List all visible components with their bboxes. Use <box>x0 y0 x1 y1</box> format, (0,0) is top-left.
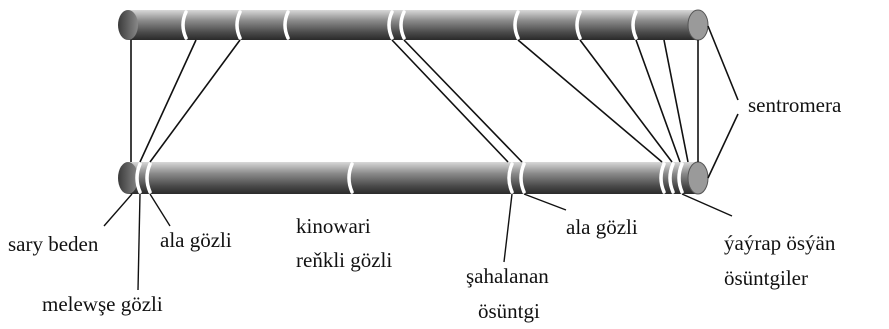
lower-band <box>135 162 142 194</box>
upper-chromosome <box>118 9 709 41</box>
leader-melewse-gozli <box>137 193 141 291</box>
correspondence-line <box>579 39 673 163</box>
upper-band <box>575 10 582 40</box>
upper-band <box>181 10 188 40</box>
lower-band <box>145 162 152 194</box>
correspondence-line <box>663 39 689 163</box>
correspondence-line <box>517 39 663 163</box>
upper-chromosome-right-cap <box>687 9 709 41</box>
label-sahalanan-line1: şahalanan <box>466 264 549 288</box>
lower-band <box>519 162 526 194</box>
lower-band <box>507 162 514 194</box>
label-sentromera: sentromera <box>748 93 842 117</box>
label-ala-gozli-right: ala gözli <box>566 215 638 239</box>
upper-band <box>513 10 520 40</box>
label-kinowari-line1: kinowari <box>296 214 371 238</box>
upper-bands <box>181 10 638 40</box>
leader-sahalanan <box>503 193 513 263</box>
leader-yayrap <box>681 193 733 217</box>
correspondence-line <box>139 39 197 163</box>
lower-bands <box>135 162 684 194</box>
leader-ala-gozli-right <box>523 193 567 211</box>
lower-band <box>677 162 684 194</box>
correspondence-line <box>403 39 523 163</box>
lower-band <box>347 162 354 194</box>
label-sary-beden: sary beden <box>8 232 99 256</box>
sentromera-pointer-lower <box>707 113 739 179</box>
leader-sary-beden <box>103 193 133 227</box>
upper-band <box>631 10 638 40</box>
lower-band <box>668 162 675 194</box>
upper-chromosome-body <box>128 10 698 40</box>
upper-band <box>283 10 290 40</box>
label-melewse-gozli: melewşe gözli <box>42 292 163 316</box>
upper-chromosome-left-cap <box>118 10 138 40</box>
lower-chromosome <box>118 161 709 195</box>
label-kinowari-line2: reňkli gözli <box>296 248 392 272</box>
lower-band <box>659 162 666 194</box>
lower-chromosome-left-cap <box>118 162 138 194</box>
label-yayrap-line1: ýaýrap ösýän <box>724 231 836 255</box>
upper-band <box>399 10 406 40</box>
upper-band <box>387 10 394 40</box>
leader-ala-gozli-left <box>149 193 171 227</box>
sentromera-pointers <box>707 25 739 179</box>
label-leaders <box>103 193 733 291</box>
label-ala-gozli-left: ala gözli <box>160 228 232 252</box>
labels: sary beden ala gözli melewşe gözli kinow… <box>8 93 842 323</box>
upper-band <box>235 10 242 40</box>
sentromera-pointer-upper <box>707 25 739 101</box>
correspondence-lines <box>130 39 699 163</box>
correspondence-line <box>635 39 681 163</box>
label-sahalanan-line2: ösüntgi <box>478 299 540 323</box>
correspondence-line <box>391 39 509 163</box>
lower-chromosome-body <box>128 162 698 194</box>
correspondence-line <box>149 39 241 163</box>
lower-chromosome-right-cap <box>687 161 709 195</box>
label-yayrap-line2: ösüntgiler <box>724 266 808 290</box>
